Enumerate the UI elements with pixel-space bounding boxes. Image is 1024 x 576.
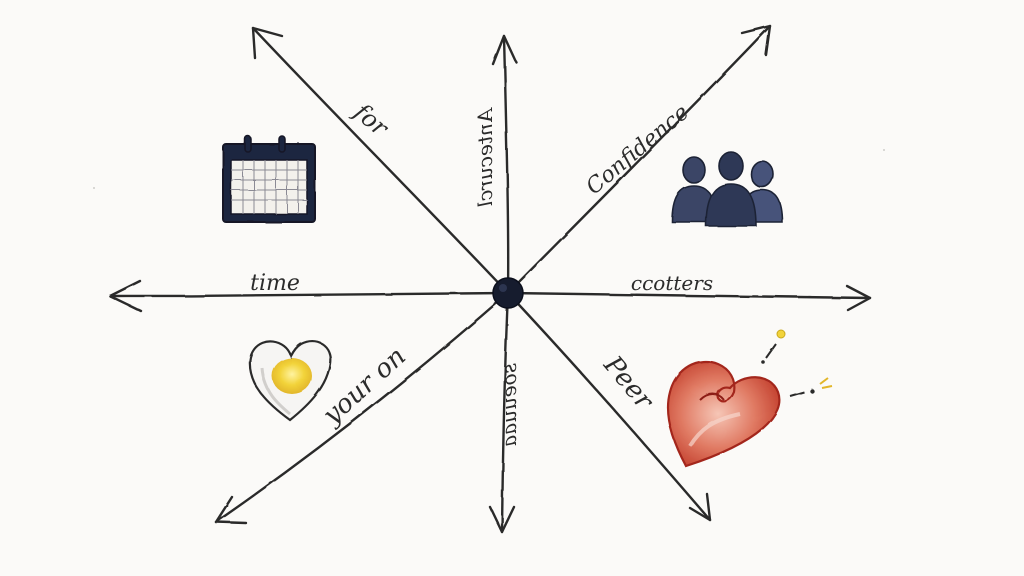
arrow-upper-right [506,24,772,295]
yellow-heart-icon [248,339,332,422]
calendar-icon [222,135,316,223]
center-dot [492,277,524,309]
arrow-down [500,291,510,534]
label-left: time [250,271,300,296]
arrowhead-upper-left [251,26,284,60]
arrowhead-lower-right [688,492,712,522]
people-group-icon [671,151,783,227]
arrow-up [502,34,510,295]
arrowhead-up [491,34,518,66]
arrow-lower-left [214,291,510,524]
label-up: Antecurcl [473,107,497,207]
label-lower-right: Peer [597,350,660,417]
arrow-lower-right [506,291,712,522]
arrow-right [506,291,872,300]
label-upper-right: Confidence [582,100,694,200]
arrowhead-lower-left [214,495,248,525]
arrow-left [108,291,510,298]
label-upper-left: for [347,97,394,143]
red-heart-icon [666,329,833,468]
label-down: soeuuaa [497,363,521,447]
label-right: ccotters [631,271,713,295]
arrow-upper-left [251,26,510,295]
arrowhead-left [108,279,143,313]
arrowhead-upper-right [740,24,772,57]
arrowhead-down [488,505,516,534]
arrowhead-right [845,284,872,312]
